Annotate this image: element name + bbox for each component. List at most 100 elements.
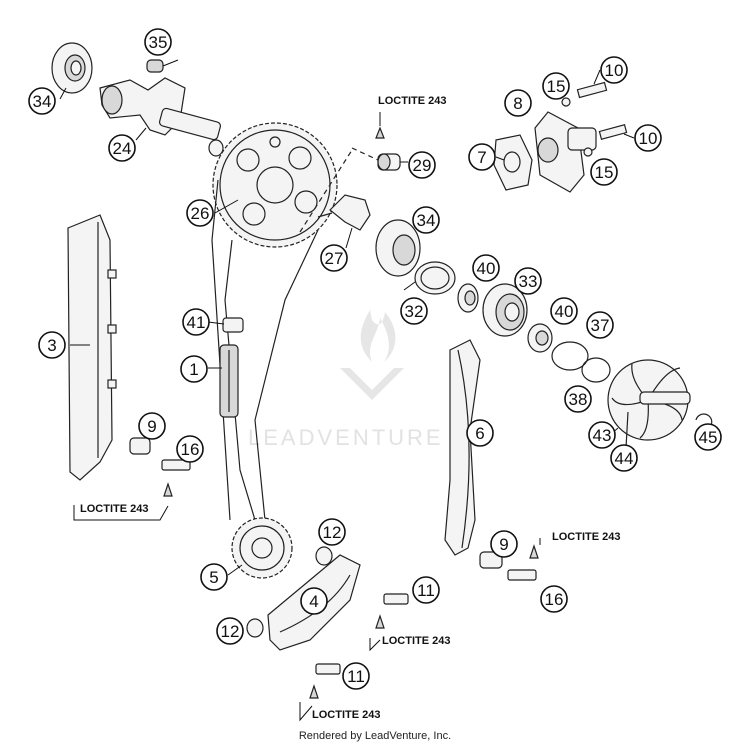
- bearing-40-b: [527, 323, 553, 353]
- part-callout-6: 6: [466, 419, 494, 447]
- callout-number: 43: [593, 426, 612, 445]
- part-callout-45: 45: [694, 423, 722, 451]
- callout-circle: [600, 56, 628, 84]
- part-callout-4: 4: [300, 587, 328, 615]
- callout-circle: [564, 385, 592, 413]
- callout-circle: [586, 311, 614, 339]
- callout-number: 10: [639, 129, 658, 148]
- callout-number: 11: [347, 667, 365, 686]
- callout-circle: [590, 158, 618, 186]
- callout-number: 15: [595, 163, 614, 182]
- callout-circle: [550, 297, 578, 325]
- watermark-text: LEADVENTURE: [248, 425, 444, 450]
- callout-number: 9: [147, 417, 156, 436]
- part-callout-29: 29: [408, 151, 436, 179]
- callout-number: 6: [475, 424, 484, 443]
- chain-links-1-41: [219, 317, 244, 418]
- callout-circle: [412, 206, 440, 234]
- bolts-10: [561, 81, 628, 157]
- loctite-label: LOCTITE 243: [552, 531, 620, 543]
- callout-number: 9: [499, 535, 508, 554]
- part-callout-8: 8: [504, 89, 532, 117]
- callout-number: 16: [181, 440, 200, 459]
- part-callout-10: 10: [634, 124, 662, 152]
- part-callout-37: 37: [586, 311, 614, 339]
- callout-circle: [182, 308, 210, 336]
- callout-circle: [514, 267, 542, 295]
- callout-number: 33: [519, 272, 538, 291]
- part-callout-44: 44: [610, 444, 638, 472]
- callout-circle: [490, 530, 518, 558]
- spacers-12: [246, 546, 333, 638]
- callout-number: 37: [591, 316, 610, 335]
- callout-circle: [610, 444, 638, 472]
- part-callout-10: 10: [600, 56, 628, 84]
- part-callout-34: 34: [412, 206, 440, 234]
- callout-circle: [634, 124, 662, 152]
- callout-number: 4: [309, 592, 318, 611]
- part-callout-35: 35: [144, 28, 172, 56]
- loctite-label: LOCTITE 243: [80, 503, 148, 515]
- callout-circle: [216, 617, 244, 645]
- callout-circle: [186, 199, 214, 227]
- callout-circle: [38, 331, 66, 359]
- callout-number: 11: [417, 581, 435, 600]
- callout-circle: [466, 419, 494, 447]
- loctite-label: LOCTITE 243: [378, 95, 446, 107]
- loctite-label: LOCTITE 243: [312, 709, 380, 721]
- part-callout-34: 34: [28, 87, 56, 115]
- bushings-9: [129, 437, 503, 569]
- callout-number: 12: [323, 523, 342, 542]
- cam-sprocket-26: [212, 122, 338, 248]
- part-callout-16: 16: [176, 435, 204, 463]
- callout-number: 38: [569, 390, 588, 409]
- o-rings-37-38: [551, 341, 611, 383]
- callout-number: 40: [555, 302, 574, 321]
- callout-number: 3: [47, 336, 56, 355]
- bearing-34-right: [375, 219, 421, 277]
- callout-circle: [200, 563, 228, 591]
- part-callout-40: 40: [472, 254, 500, 282]
- part-callout-9: 9: [138, 412, 166, 440]
- callout-circle: [144, 28, 172, 56]
- part-callout-9: 9: [490, 530, 518, 558]
- loctite-label: LOCTITE 243: [382, 635, 450, 647]
- callout-number: 7: [477, 148, 486, 167]
- callout-number: 29: [413, 156, 432, 175]
- callout-circle: [540, 585, 568, 613]
- callout-number: 1: [189, 360, 198, 379]
- part-callout-7: 7: [468, 143, 496, 171]
- part-callout-26: 26: [186, 199, 214, 227]
- callout-circle: [694, 423, 722, 451]
- callout-number: 15: [547, 77, 566, 96]
- callout-number: 16: [545, 590, 564, 609]
- callout-number: 26: [191, 204, 210, 223]
- callout-number: 40: [477, 259, 496, 278]
- gear-33: [482, 283, 528, 337]
- part-callout-24: 24: [108, 134, 136, 162]
- watermark: LEADVENTURE: [248, 310, 444, 450]
- callout-number: 34: [33, 92, 52, 111]
- part-callout-15: 15: [590, 158, 618, 186]
- callout-circle: [542, 72, 570, 100]
- callout-circle: [176, 435, 204, 463]
- part-callout-11: 11: [412, 576, 440, 604]
- part-callout-27: 27: [320, 244, 348, 272]
- bearing-40-a: [457, 283, 479, 313]
- part-callout-15: 15: [542, 72, 570, 100]
- callout-circle: [318, 518, 346, 546]
- part-callout-43: 43: [588, 421, 616, 449]
- spring-35: [146, 59, 179, 73]
- callout-circle: [28, 87, 56, 115]
- impeller-44: [607, 359, 713, 449]
- bolt-29: [375, 126, 401, 171]
- part-callout-5: 5: [200, 563, 228, 591]
- bearing-34-top: [51, 42, 93, 94]
- part-callout-38: 38: [564, 385, 592, 413]
- callout-circle: [504, 89, 532, 117]
- part-callout-3: 3: [38, 331, 66, 359]
- chain-guide-3: [67, 214, 117, 481]
- part-callout-41: 41: [182, 308, 210, 336]
- part-callout-33: 33: [514, 267, 542, 295]
